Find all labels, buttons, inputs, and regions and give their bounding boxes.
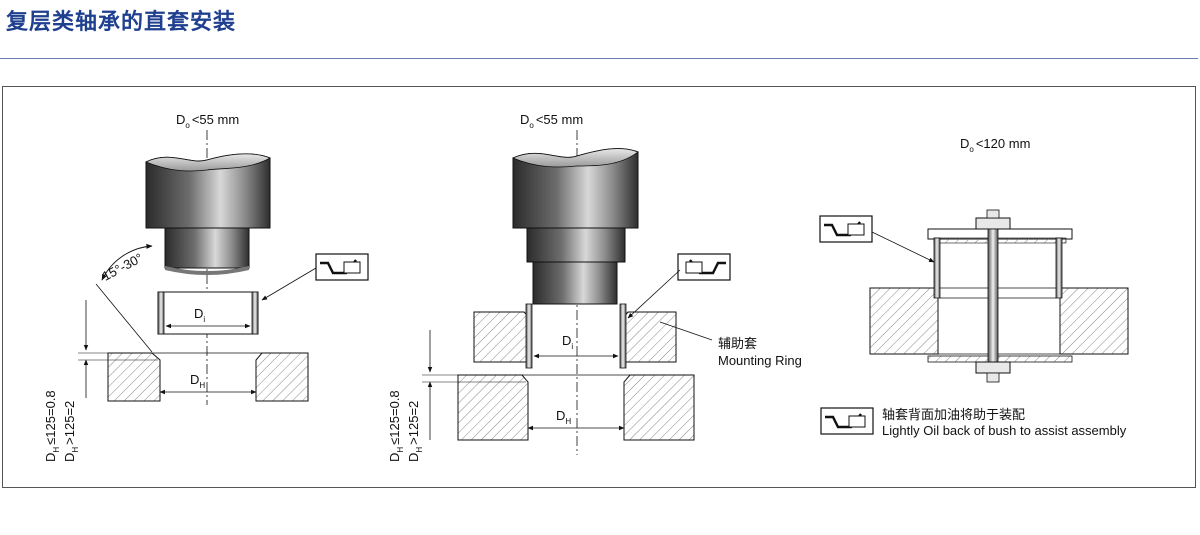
page-title: 复层类轴承的直套安装: [6, 10, 237, 35]
fig3-oil-leader: [871, 231, 935, 263]
fig2-bush-wall-right: [619, 303, 627, 369]
fig3-bottom-plate: [927, 355, 1073, 363]
fig1-bush-wall-left: [157, 291, 165, 335]
fig1-do-label: Do<55 mm: [176, 112, 239, 130]
fig2-oil-can-icon: [676, 252, 732, 282]
fig2-tolerance-2: DH>125=2: [406, 401, 424, 462]
fig2-ring-leader: [659, 321, 713, 341]
fig3-bolt-end-bottom: [986, 372, 1000, 383]
title-divider: [0, 58, 1198, 59]
fig1-punch-top: [145, 153, 271, 172]
fig2-housing-left: [457, 374, 529, 441]
fig1-angle-label: 15°-30°: [100, 250, 146, 284]
fig2-ring-label-en: Mounting Ring: [718, 353, 802, 368]
fig2-ring-left: [473, 311, 531, 363]
legend-text-cn: 轴套背面加油将助于装配: [882, 407, 1025, 423]
fig1-di-label: Di: [194, 306, 205, 324]
legend-text-en: Lightly Oil back of bush to assist assem…: [882, 423, 1127, 438]
fig2-dh-label: DH: [556, 408, 571, 426]
fig1-bush: [157, 291, 259, 335]
fig3-top-plate: [927, 228, 1073, 240]
fig1-angle-arc: [101, 243, 153, 281]
fig3-bolt-shaft: [987, 228, 999, 370]
fig3-bush-top-left: [933, 237, 941, 299]
fig3-nut-top: [975, 217, 1011, 230]
fig1-dh-label: DH: [190, 372, 205, 390]
fig2-do-label: Do<55 mm: [520, 112, 583, 130]
fig3-nut-bottom: [975, 361, 1011, 374]
legend-oil-can-icon: [819, 406, 875, 436]
fig2-di-label: Di: [562, 333, 573, 351]
fig3-bush-top-right: [1055, 237, 1063, 299]
fig1-punch-pilot: [164, 227, 250, 269]
figure-panel: [2, 86, 1196, 488]
fig1-pilot-edge: [165, 266, 249, 275]
fig1-housing-right: [255, 352, 309, 402]
fig1-angle-leader: [95, 283, 153, 353]
figure-2-mounting-ring: Do<55 mm Di 辅助套 Mounting Ring DH: [387, 112, 802, 462]
fig2-ring-label-cn: 辅助套: [718, 336, 757, 352]
fig2-punch-step: [526, 227, 626, 263]
fig2-oil-leader: [627, 269, 681, 319]
fig3-oil-can-icon: [818, 214, 874, 244]
fig2-ring-right: [621, 311, 677, 363]
figure-1-free-press: Do<55 mm 15°-30° Di DH: [43, 112, 370, 462]
fig3-housing-right: [1059, 287, 1129, 355]
fig3-top-plate-face: [933, 237, 1067, 244]
fig3-bolt-end-top: [986, 209, 1000, 219]
fig2-punch-pilot: [532, 261, 618, 305]
fig3-do-label: Do<120 mm: [960, 136, 1030, 154]
figure-3-bolt-press: Do<120 mm: [818, 136, 1129, 383]
fig2-tolerance-1: DH≤125=0.8: [387, 390, 405, 462]
fig1-oil-can-icon: [314, 252, 370, 282]
fig2-bush-wall-left: [525, 303, 533, 369]
fig1-oil-leader: [261, 267, 317, 301]
fig1-tolerance-2: DH>125=2: [62, 401, 80, 462]
fig1-bush-wall-right: [251, 291, 259, 335]
legend: 轴套背面加油将助于装配 Lightly Oil back of bush to …: [819, 406, 1127, 438]
fig3-housing-left: [869, 287, 939, 355]
fig1-tolerance-1: DH≤125=0.8: [43, 390, 61, 462]
fig2-housing-right: [623, 374, 695, 441]
fig2-punch-top: [512, 148, 639, 168]
